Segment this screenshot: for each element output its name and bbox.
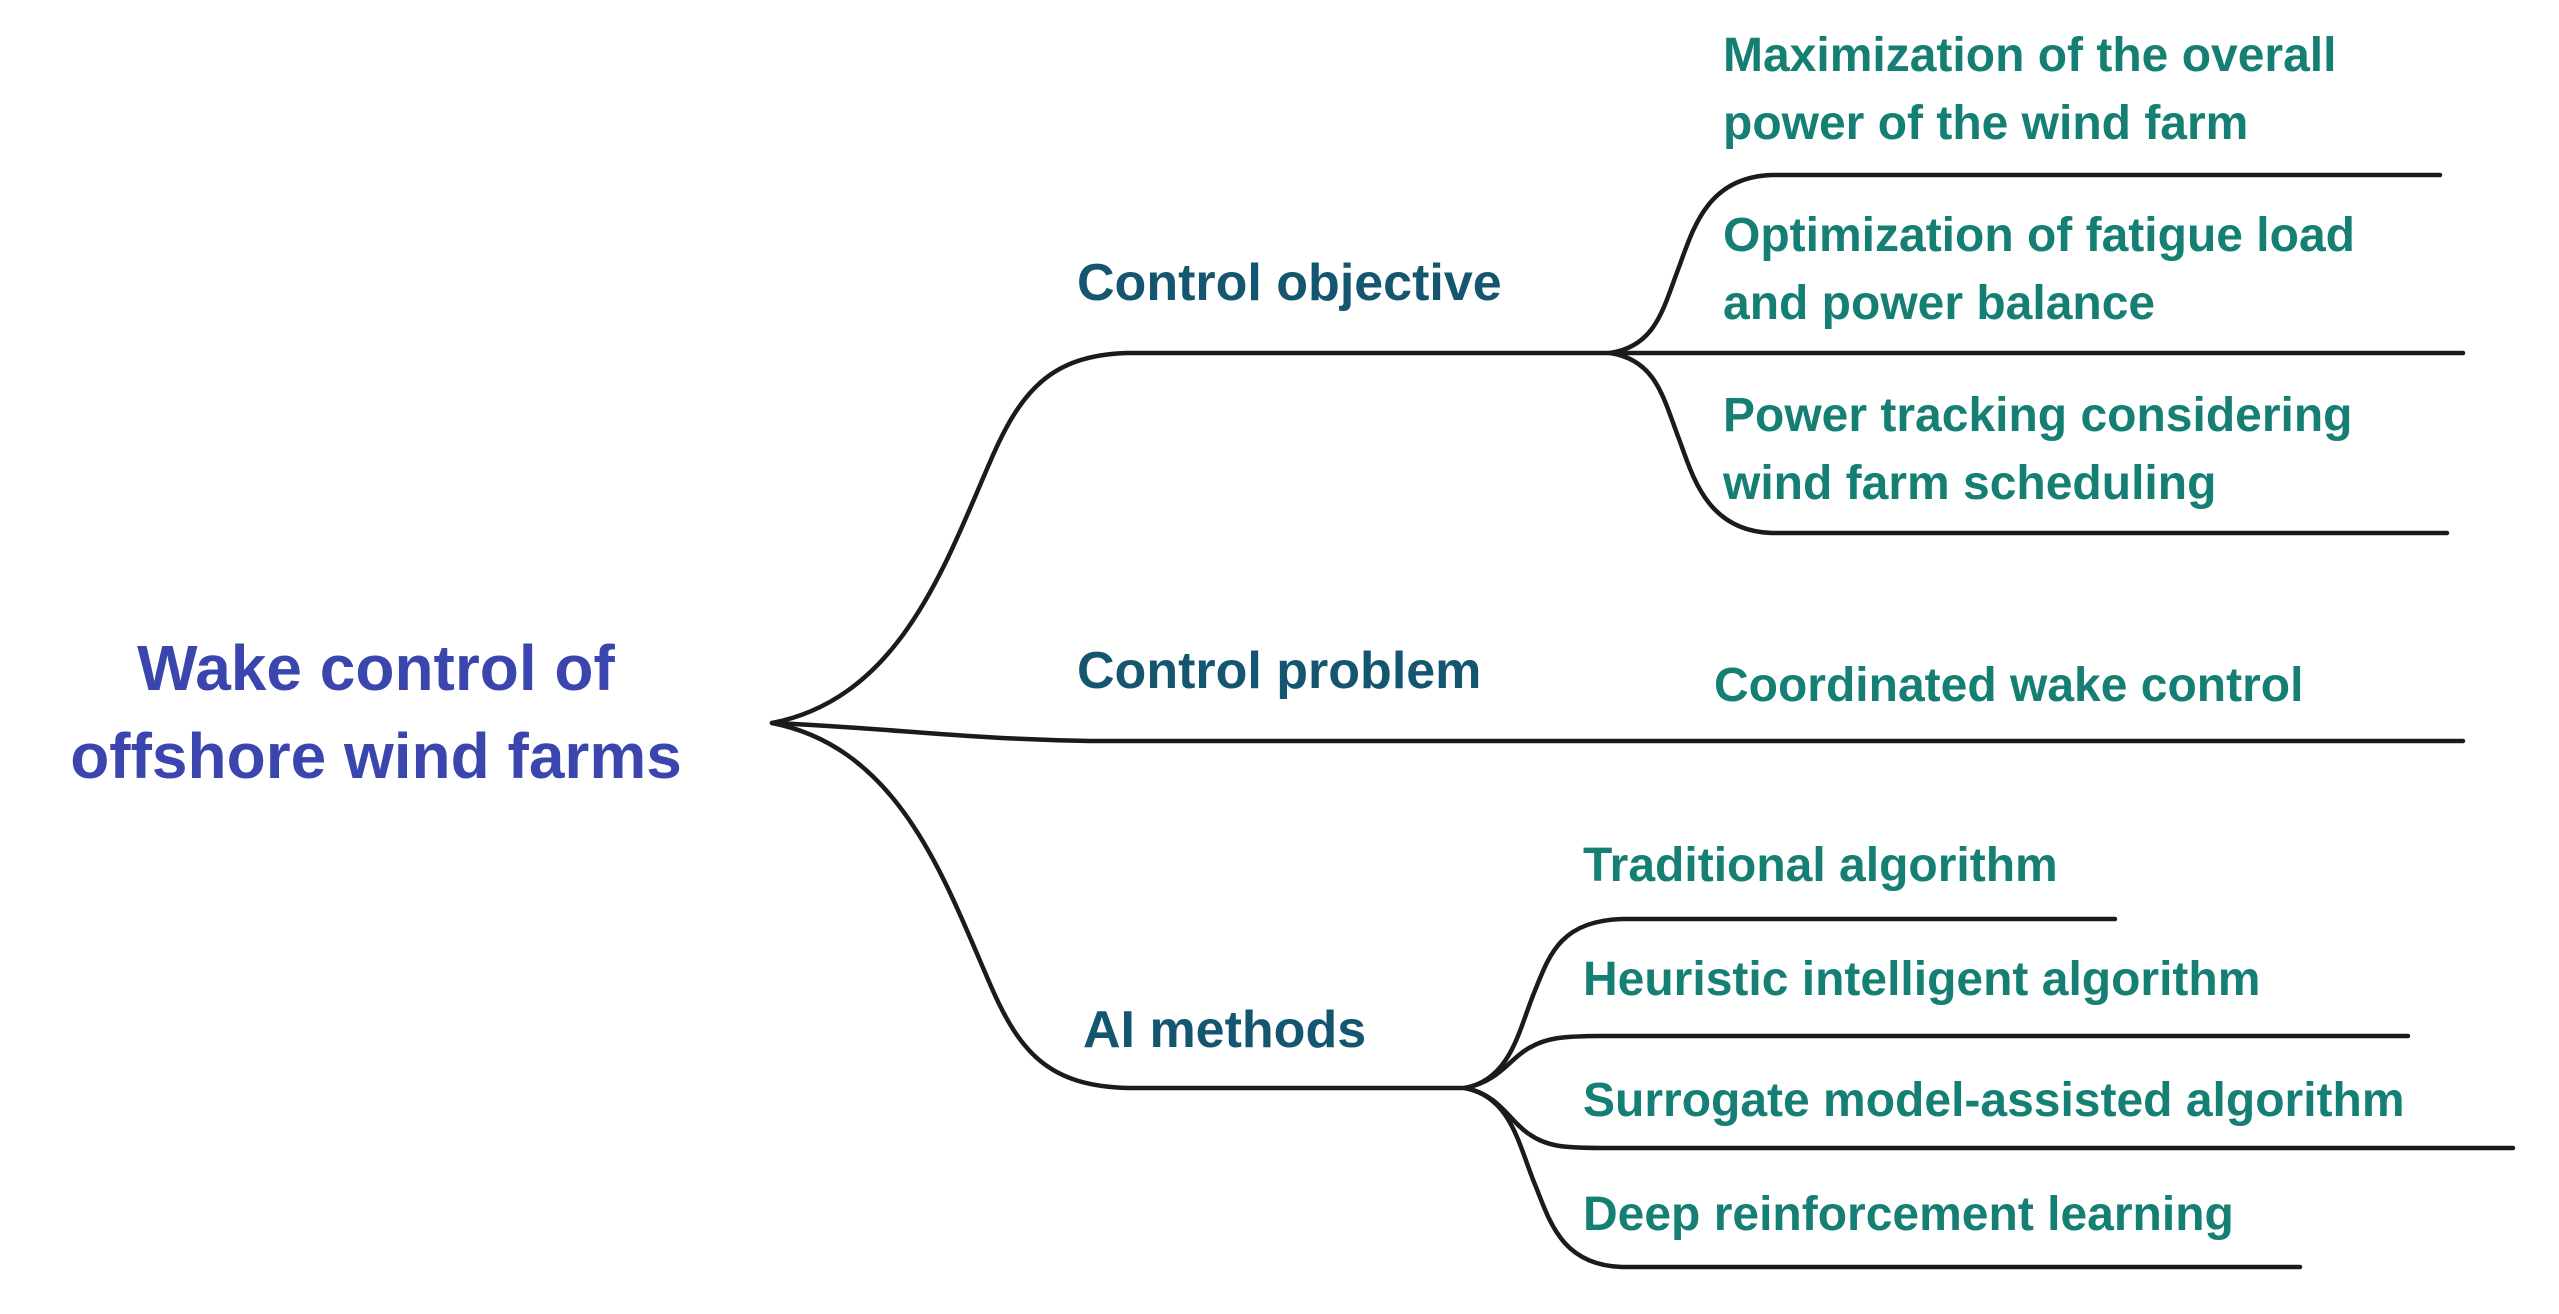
leaf-line: Power tracking considering [1723, 389, 2353, 442]
leaf-line: Coordinated wake control [1714, 659, 2304, 712]
leaf-line: wind farm scheduling [1723, 457, 2217, 510]
connector-root-to-ai-methods [769, 720, 1468, 1091]
connector-root-to-control-objective [769, 350, 1613, 726]
branch-label-ai-methods: AI methods [1083, 1001, 1367, 1059]
connector-ai-to-traditional [1462, 916, 2118, 1091]
leaf-heuristic-intelligent-algorithm: Heuristic intelligent algorithm [1583, 946, 2260, 1014]
leaf-line: Traditional algorithm [1583, 839, 2058, 892]
root-node-wake-control: Wake control of offshore wind farms [20, 624, 732, 800]
root-node-line-2: offshore wind farms [70, 720, 682, 792]
leaf-line: Maximization of the overall [1723, 29, 2337, 82]
leaf-line: Deep reinforcement learning [1583, 1188, 2234, 1241]
leaf-coordinated-wake-control: Coordinated wake control [1714, 652, 2303, 720]
leaf-power-tracking-scheduling: Power tracking considering wind farm sch… [1723, 382, 2352, 518]
branch-label-control-objective: Control objective [1077, 254, 1502, 312]
leaf-line: Surrogate model-assisted algorithm [1583, 1074, 2405, 1127]
branch-label-control-problem: Control problem [1077, 642, 1482, 700]
connector-co-to-maximization [1607, 172, 2443, 356]
leaf-line: power of the wind farm [1723, 97, 2249, 150]
connector-ai-to-heuristic [1462, 1033, 2411, 1091]
leaf-line: Optimization of fatigue load [1723, 209, 2355, 262]
leaf-optimization-fatigue-load: Optimization of fatigue load and power b… [1723, 202, 2355, 338]
connector-co-to-power-tracking [1607, 350, 2450, 536]
leaf-surrogate-model-assisted-algorithm: Surrogate model-assisted algorithm [1583, 1067, 2405, 1135]
connector-root-to-control-problem [769, 720, 2466, 744]
leaf-maximization-overall-power: Maximization of the overall power of the… [1723, 22, 2336, 158]
leaf-line: and power balance [1723, 277, 2156, 330]
root-node-line-1: Wake control of [137, 632, 615, 704]
leaf-traditional-algorithm: Traditional algorithm [1583, 832, 2058, 900]
connector-ai-to-deep-rl [1462, 1085, 2303, 1270]
leaf-line: Heuristic intelligent algorithm [1583, 953, 2261, 1006]
leaf-deep-reinforcement-learning: Deep reinforcement learning [1583, 1181, 2234, 1249]
